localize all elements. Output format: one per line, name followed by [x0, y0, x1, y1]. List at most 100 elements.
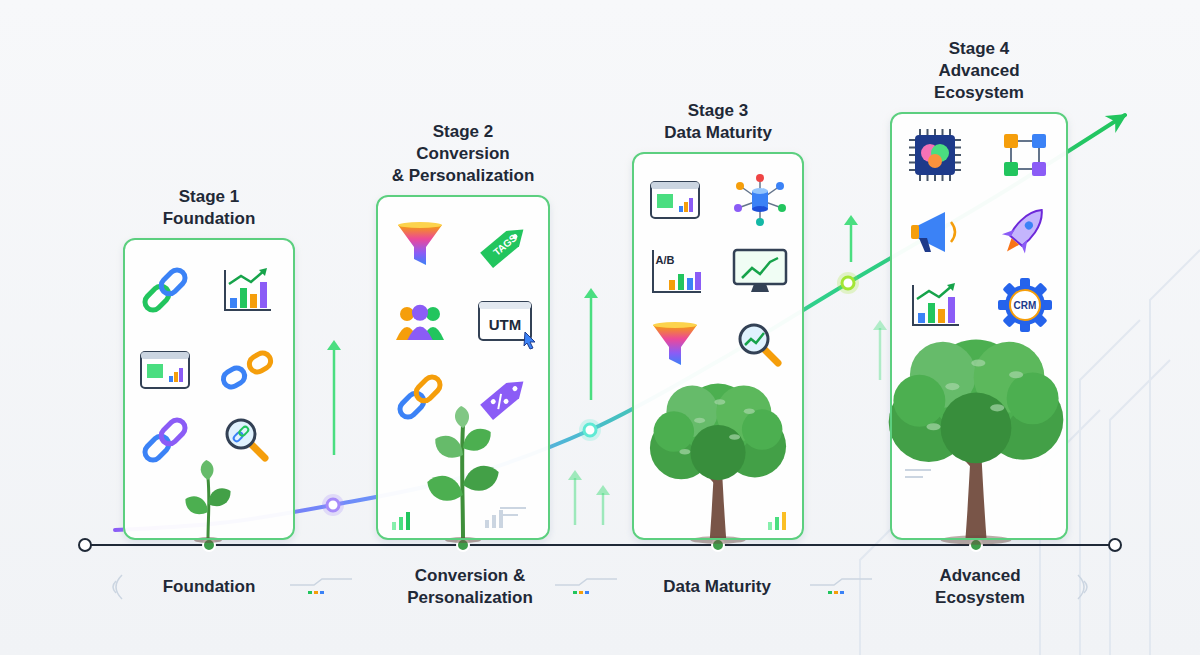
bar-chart-icon	[225, 268, 271, 310]
sprout-illustration	[194, 537, 222, 543]
growth-dot	[837, 272, 859, 294]
card-fill	[632, 152, 804, 540]
stage-heading: Stage 2 Conversion & Personalization	[388, 121, 538, 187]
dashboard-icon	[141, 352, 189, 359]
dashboard-icon	[651, 182, 699, 218]
timeline-label: Foundation	[129, 576, 289, 598]
growth-arrow	[844, 215, 858, 225]
megaphone-icon	[911, 225, 919, 239]
bar-chart-icon	[250, 294, 257, 308]
mini-bars	[399, 517, 403, 530]
audience-icon	[426, 307, 440, 321]
ai-chip-icon	[915, 135, 955, 175]
rocket-icon	[1002, 225, 1033, 253]
growth-dot	[327, 499, 339, 511]
icon-tag-text: TAGS	[490, 231, 519, 258]
monitor-chart-icon	[734, 250, 786, 292]
dashboard-icon	[679, 206, 683, 212]
large-tree-illustration	[889, 339, 1064, 544]
funnel-icon	[398, 225, 442, 265]
dashboard-icon	[147, 364, 163, 378]
magnifier-icon	[251, 444, 265, 458]
crm-gear-icon	[998, 278, 1052, 332]
card-fill	[890, 112, 1068, 540]
timeline-ornament	[308, 591, 312, 594]
tag-icon	[490, 398, 497, 405]
ai-chip-icon	[909, 129, 961, 181]
dashboard-icon	[179, 368, 183, 382]
bar-chart-icon	[230, 298, 237, 308]
magnifier-icon	[740, 325, 778, 363]
tag-icon	[511, 385, 518, 392]
growth-arrow	[568, 470, 582, 480]
bar-chart-icon	[938, 309, 945, 323]
megaphone-icon	[919, 238, 931, 252]
workflow-icon	[1032, 134, 1046, 148]
growth-arrow	[584, 288, 598, 298]
text-lines	[500, 507, 526, 509]
timeline-ornament	[573, 591, 577, 594]
audience-icon	[407, 326, 432, 340]
dashboard-icon	[651, 182, 699, 189]
large-tree-illustration	[1009, 371, 1023, 378]
ab-test-icon	[687, 278, 693, 290]
link-icon	[397, 390, 427, 420]
bar-chart-icon	[913, 285, 959, 325]
monitor-chart-icon	[751, 284, 769, 292]
utm-window-icon	[479, 302, 535, 349]
sapling-illustration	[445, 537, 481, 543]
database-network-icon	[776, 182, 784, 190]
icon-text: UTM	[489, 315, 522, 335]
mini-bars	[392, 522, 396, 530]
tree-illustration	[729, 434, 740, 440]
workflow-icon	[1004, 162, 1018, 176]
tree-illustration	[742, 409, 782, 449]
workflow-icon	[1004, 134, 1018, 148]
growth-arrow	[873, 320, 887, 330]
bar-chart-icon	[240, 288, 247, 308]
utm-window-icon	[479, 302, 531, 340]
database-network-icon	[752, 188, 768, 194]
tree-illustration	[654, 411, 694, 451]
utm-window-icon	[524, 332, 535, 349]
bar-chart-icon	[260, 282, 267, 308]
growth-dot	[584, 424, 596, 436]
growth-dot	[322, 494, 344, 516]
tag-icon	[480, 374, 530, 420]
stage-card: Stage 3 Data Maturity	[632, 152, 804, 540]
card-fill	[376, 195, 550, 540]
mini-bars	[406, 512, 410, 530]
background-trace	[1150, 250, 1200, 655]
sprout-illustration	[204, 484, 235, 511]
growth-arrow	[590, 296, 593, 400]
database-network-icon	[778, 204, 786, 212]
timeline-ornament	[585, 591, 589, 594]
tree-illustration	[714, 399, 725, 405]
ab-test-icon	[653, 250, 701, 292]
large-tree-illustration	[893, 375, 945, 427]
icon-text: A/B	[656, 253, 675, 267]
rocket-icon	[1009, 204, 1049, 247]
large-tree-illustration	[1007, 372, 1059, 424]
sapling-illustration	[459, 461, 503, 497]
timeline	[85, 544, 1115, 546]
database-network-icon	[752, 206, 768, 212]
bar-chart-icon	[918, 313, 925, 323]
bar-chart-icon	[917, 285, 953, 299]
timeline-label: Data Maturity	[637, 576, 797, 598]
stage-card: Stage 4 Advanced Ecosystem	[890, 112, 1068, 540]
tree-illustration	[690, 425, 745, 480]
link-icon	[142, 283, 172, 313]
megaphone-icon	[911, 212, 955, 252]
stage-card: Stage 1 Foundation	[123, 238, 295, 540]
rocket-icon	[996, 200, 1054, 261]
growth-arrow	[333, 348, 336, 455]
large-tree-illustration	[926, 423, 940, 430]
ab-test-icon	[695, 272, 701, 290]
megaphone-icon	[951, 222, 955, 242]
stage-heading: Stage 1 Foundation	[154, 186, 264, 230]
magnifier-icon	[238, 426, 249, 437]
large-tree-illustration	[990, 404, 1004, 411]
mini-bars	[775, 517, 779, 530]
